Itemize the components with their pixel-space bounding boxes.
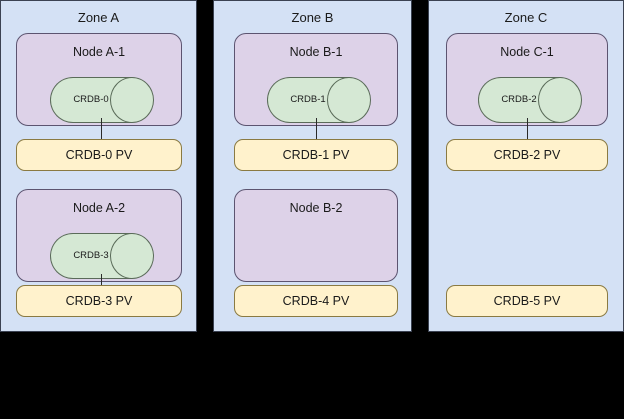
zone-panel-a: Zone A Node A-1 CRDB-0 CRDB-0 PV Node A-… bbox=[0, 0, 197, 332]
zone-title-b: Zone B bbox=[291, 10, 334, 25]
pv-box-crdb-0: CRDB-0 PV bbox=[16, 139, 182, 171]
pv-box-crdb-1: CRDB-1 PV bbox=[234, 139, 398, 171]
pv-label-crdb-5: CRDB-5 PV bbox=[493, 293, 561, 308]
node-label-c-1: Node C-1 bbox=[500, 45, 554, 59]
zone-title-a: Zone A bbox=[77, 10, 120, 25]
node-label-a-2: Node A-2 bbox=[72, 201, 126, 215]
node-label-b-1: Node B-1 bbox=[289, 45, 343, 59]
pv-label-crdb-1: CRDB-1 PV bbox=[282, 147, 350, 162]
crdb-pod-label-a-1: CRDB-0 bbox=[73, 94, 109, 105]
crdb-pod-label-c-1: CRDB-2 bbox=[501, 94, 537, 105]
node-box-b-1: Node B-1 CRDB-1 bbox=[234, 33, 398, 126]
node-label-b-2: Node B-2 bbox=[289, 201, 343, 215]
crdb-pod-label-a-2: CRDB-3 bbox=[73, 250, 109, 261]
cylinder-cap bbox=[538, 77, 582, 123]
pv-label-crdb-0: CRDB-0 PV bbox=[65, 147, 133, 162]
cylinder-cap bbox=[110, 233, 154, 279]
crdb-pod-cylinder-a-2: CRDB-3 bbox=[50, 233, 154, 279]
pv-box-crdb-5: CRDB-5 PV bbox=[446, 285, 608, 317]
zone-panel-c: Zone C Node C-1 CRDB-2 CRDB-2 PV CRDB-5 … bbox=[428, 0, 624, 332]
node-box-a-2: Node A-2 CRDB-3 bbox=[16, 189, 182, 282]
crdb-pod-cylinder-c-1: CRDB-2 bbox=[478, 77, 582, 123]
crdb-pod-cylinder-a-1: CRDB-0 bbox=[50, 77, 154, 123]
node-box-b-2: Node B-2 bbox=[234, 189, 398, 282]
connector-a-1 bbox=[101, 118, 102, 140]
connector-b-1 bbox=[316, 118, 317, 140]
connector-c-1 bbox=[527, 118, 528, 140]
pv-box-crdb-4: CRDB-4 PV bbox=[234, 285, 398, 317]
pv-label-crdb-2: CRDB-2 PV bbox=[493, 147, 561, 162]
cylinder-cap bbox=[327, 77, 371, 123]
node-box-a-1: Node A-1 CRDB-0 bbox=[16, 33, 182, 126]
pv-box-crdb-3: CRDB-3 PV bbox=[16, 285, 182, 317]
node-box-c-1: Node C-1 CRDB-2 bbox=[446, 33, 608, 126]
zone-title-c: Zone C bbox=[504, 10, 548, 25]
node-label-a-1: Node A-1 bbox=[72, 45, 126, 59]
pv-label-crdb-3: CRDB-3 PV bbox=[65, 293, 133, 308]
crdb-pod-cylinder-b-1: CRDB-1 bbox=[267, 77, 371, 123]
zone-panel-b: Zone B Node B-1 CRDB-1 CRDB-1 PV Node B-… bbox=[213, 0, 412, 332]
pv-label-crdb-4: CRDB-4 PV bbox=[282, 293, 350, 308]
pv-box-crdb-2: CRDB-2 PV bbox=[446, 139, 608, 171]
cylinder-cap bbox=[110, 77, 154, 123]
crdb-pod-label-b-1: CRDB-1 bbox=[290, 94, 326, 105]
